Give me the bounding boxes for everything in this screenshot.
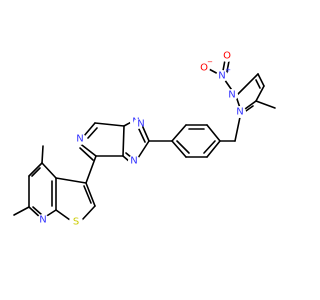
atom-bg-n-pyrazole-1 [234, 106, 246, 118]
bond-bz-4-inner [203, 140, 216, 154]
bonds [13, 59, 276, 221]
atom-s-thiophene: S [73, 217, 79, 228]
atom-bg-o-nitro-2 [221, 50, 233, 62]
bond-th-4 [55, 177, 87, 184]
bond-py-6 [41, 162, 57, 179]
atom-bg-n-pyrimidine [74, 133, 86, 145]
atom-n-pyrazole-2: N [228, 90, 235, 101]
atom-o-nitro-1-charge: − [207, 58, 213, 66]
atom-bg-s-thiophene [69, 215, 83, 229]
bond-py-3-inner [32, 206, 43, 216]
bond-th-2 [81, 205, 96, 221]
bond-bz-3 [206, 124, 221, 142]
molecule-structure: N N N N N S N N N + O − O [13, 50, 276, 229]
bond-pm-3-inner [87, 127, 98, 139]
bond-py-1-inner [31, 167, 41, 177]
atom-bg-n-pyridine [37, 214, 49, 226]
bond-pz-ch3 [255, 100, 276, 109]
atom-n-triazole-2: N [137, 119, 144, 130]
atom-n-pyridine: N [39, 215, 46, 226]
atom-bg-o-nitro-1 [198, 62, 210, 74]
atom-bg-n-pyrazole-2 [226, 89, 238, 101]
bond-pm-2-inner [79, 147, 94, 161]
atom-labels: N N N N N S N N N + O − O [37, 50, 246, 229]
atom-n-nitro: N [218, 71, 225, 82]
bond-bz-6-inner [176, 140, 190, 154]
bond-ch2-n [234, 116, 241, 142]
bond-th-3 [85, 182, 96, 207]
bond-pz-2 [235, 73, 259, 97]
atom-o-nitro-2: O [223, 51, 231, 62]
bond-pz-3-inner [255, 79, 261, 89]
bond-pz-3 [257, 73, 265, 87]
molecule-canvas: N N N N N S N N N + O − O [13, 50, 276, 229]
atom-bg-n-triazole-2 [133, 119, 143, 129]
atom-bg-n-triazole-3 [128, 155, 140, 167]
atom-bg-n-nitro [216, 70, 228, 82]
bond-py-1 [28, 162, 43, 177]
bond-pz-4 [255, 85, 265, 102]
bond-th-3-inner [83, 185, 92, 204]
bond-tz-2 [141, 124, 150, 142]
bond-tz-3 [137, 140, 150, 159]
bond-pm-1 [85, 155, 97, 184]
bond-tz-2-inner [137, 126, 146, 143]
bond-bz-1 [171, 124, 187, 142]
bond-methyl-upper [41, 145, 44, 164]
bond-bz-6 [171, 140, 187, 158]
atom-n-pyrimidine: N [76, 134, 83, 145]
atom-o-nitro-1: O [200, 63, 208, 74]
bond-methyl-lower [13, 206, 30, 216]
bond-pm-3 [83, 122, 96, 137]
atom-n-triazole-3: N [130, 156, 137, 167]
bond-pz-5 [244, 100, 257, 110]
bond-th-1 [55, 209, 71, 221]
bond-pm-5 [122, 125, 125, 157]
bond-bz-4 [206, 140, 221, 158]
atom-n-nitro-charge: + [225, 66, 231, 74]
atom-n-pyrazole-1: N [236, 107, 243, 118]
bond-pm-4 [94, 122, 125, 127]
